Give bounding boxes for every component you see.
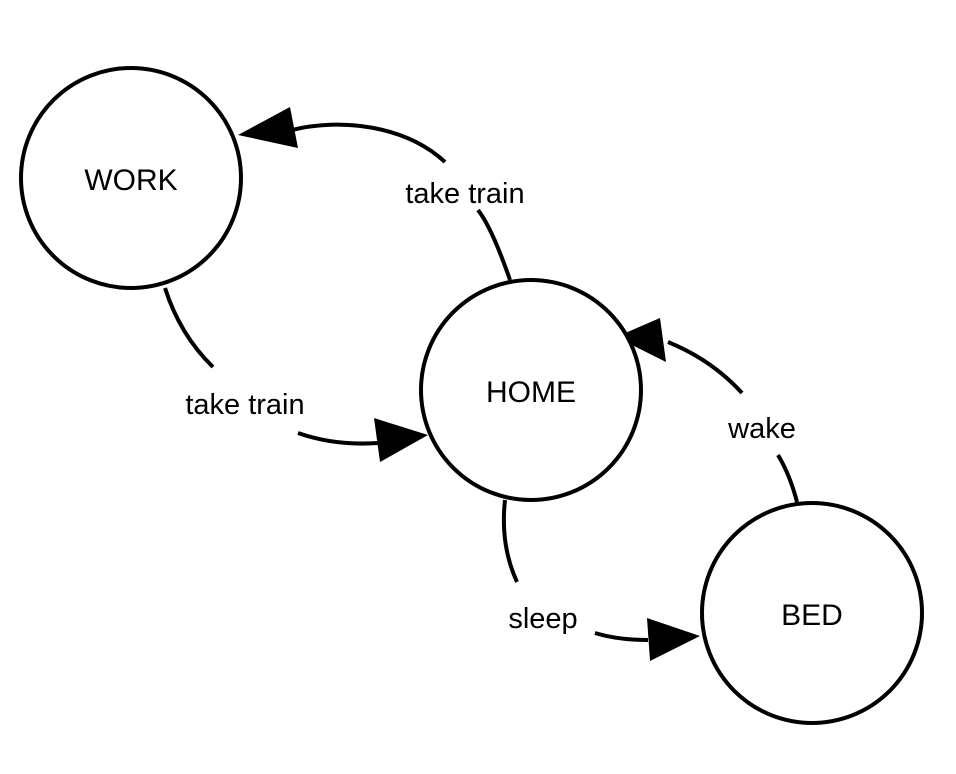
edge-home-to-bed-label: sleep xyxy=(508,603,577,635)
edge-home-to-bed-line-lower xyxy=(594,631,649,642)
edge-work-to-home-line xyxy=(163,287,215,369)
edge-work-to-home xyxy=(163,287,428,462)
node-work-label: WORK xyxy=(84,164,177,197)
edge-work-to-home-label: take train xyxy=(185,389,304,421)
node-bed-circle xyxy=(700,501,924,725)
node-work-circle xyxy=(19,66,243,290)
edge-home-to-work-arrowhead xyxy=(238,107,298,148)
edge-bed-to-home-line xyxy=(776,453,799,503)
node-bed: BED xyxy=(700,501,924,725)
edge-bed-to-home-label: wake xyxy=(727,413,796,445)
edge-home-to-bed-arrowhead xyxy=(647,618,700,661)
node-home-circle xyxy=(419,278,643,502)
node-home-label: HOME xyxy=(486,376,576,409)
edge-home-to-bed-line xyxy=(501,499,519,583)
edge-home-to-work xyxy=(238,107,512,281)
edge-bed-to-home-line-upper xyxy=(667,340,744,395)
node-home: HOME xyxy=(419,278,643,502)
edge-home-to-work-label: take train xyxy=(405,178,524,210)
edge-home-to-bed xyxy=(501,499,700,661)
edge-work-to-home-arrowhead xyxy=(374,418,428,462)
edge-home-to-work-line-upper xyxy=(291,122,447,164)
edge-bed-to-home-arrowhead xyxy=(616,318,666,362)
edge-home-to-work-line xyxy=(476,208,512,281)
edge-work-to-home-line-lower xyxy=(297,431,379,446)
node-work: WORK xyxy=(19,66,243,290)
node-bed-label: BED xyxy=(781,599,843,632)
edge-bed-to-home xyxy=(616,318,799,503)
